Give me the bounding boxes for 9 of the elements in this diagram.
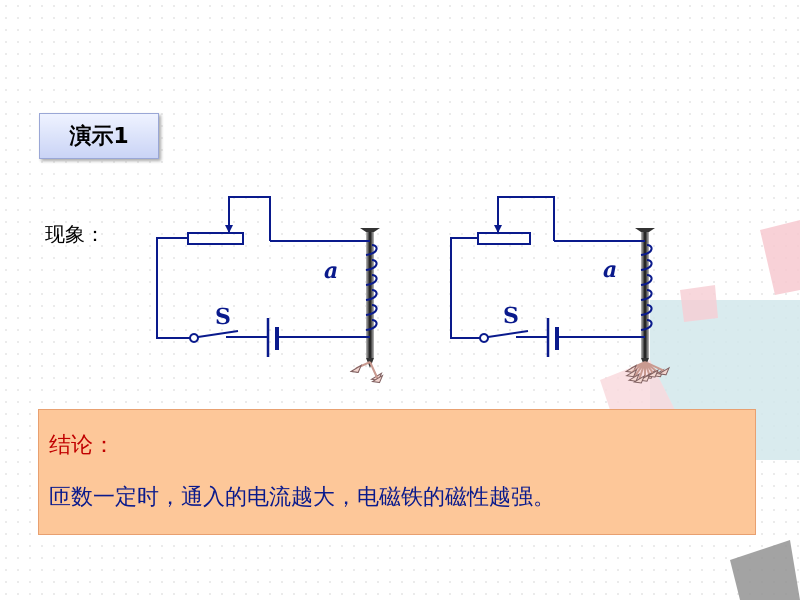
conclusion-box — [38, 409, 756, 535]
switch-label: S — [503, 303, 519, 329]
conclusion-text: 匝数一定时，通入的电流越大，电磁铁的磁性越强。 — [49, 484, 555, 512]
coil-label: a — [324, 258, 338, 284]
conclusion-heading: 结论： — [49, 432, 115, 460]
title-box: 演示1 — [39, 113, 159, 159]
switch-label: S — [215, 304, 231, 330]
coil-label: a — [603, 257, 618, 283]
phenomenon-label: 现象： — [45, 221, 105, 248]
